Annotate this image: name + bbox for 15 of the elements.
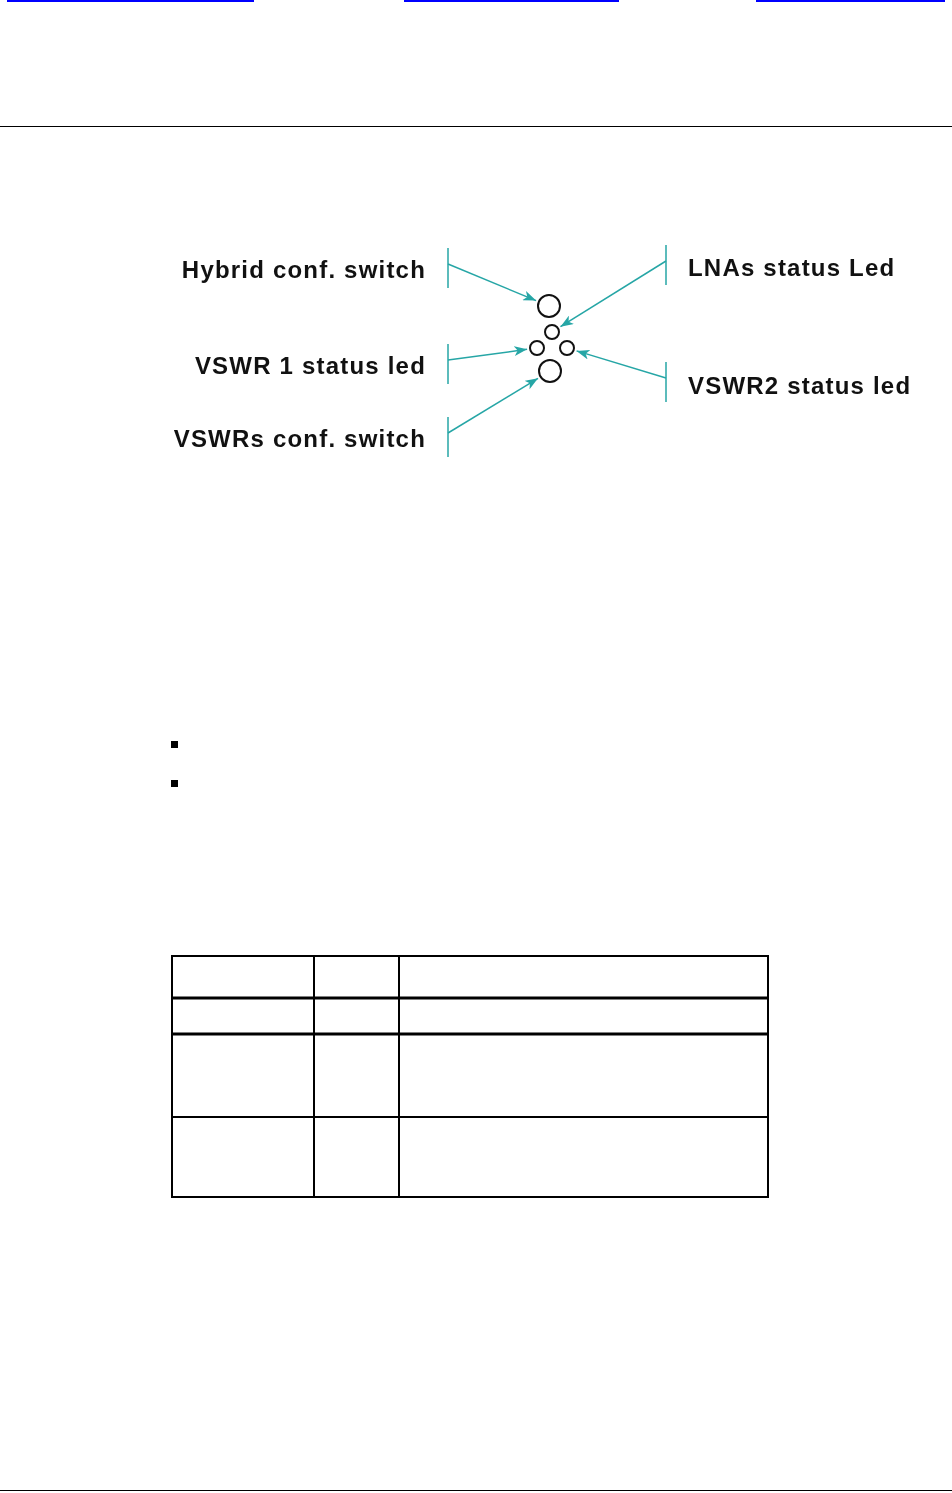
callout-label: LNAs status Led	[666, 254, 896, 282]
callout-label: VSWR 1 status led	[194, 352, 448, 380]
led-indicator	[558, 339, 576, 357]
leader-arrow	[447, 377, 539, 458]
switch-knob	[537, 358, 563, 384]
leader-arrow	[447, 247, 537, 302]
callout-label: Hybrid conf. switch	[181, 256, 448, 284]
leader-arrow	[447, 343, 528, 385]
led-indicator	[543, 323, 561, 341]
leader-arrow	[575, 349, 667, 403]
leader-arrow	[559, 244, 667, 328]
callout-label: VSWR2 status led	[666, 372, 912, 400]
callout-label: VSWRs conf. switch	[173, 425, 448, 453]
led-indicator	[528, 339, 546, 357]
switch-knob	[536, 293, 562, 319]
